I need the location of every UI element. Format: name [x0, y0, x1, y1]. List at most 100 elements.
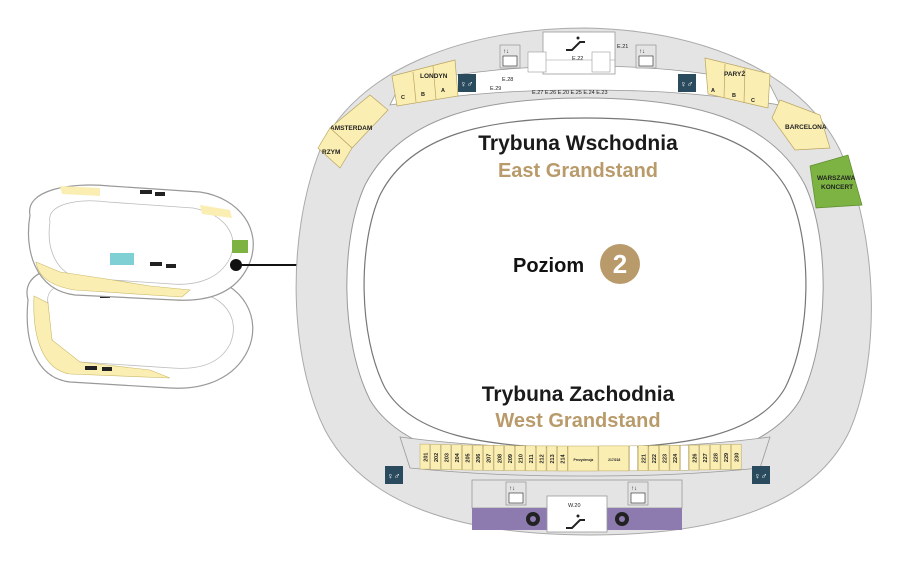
west-section-label: 221	[642, 454, 648, 463]
west-section[interactable]	[419, 443, 431, 470]
north-core: E.22 E.21	[527, 31, 628, 75]
level-label: Poziom	[513, 255, 584, 277]
west-section[interactable]	[430, 444, 441, 470]
room-barcelona[interactable]: BARCELONA	[771, 99, 831, 151]
west-section[interactable]	[546, 445, 557, 472]
gate-e28: E.28	[502, 77, 513, 83]
west-section[interactable]	[440, 444, 452, 470]
west-section[interactable]	[720, 444, 731, 470]
west-section[interactable]	[567, 445, 599, 472]
west-section-label: 208	[497, 454, 503, 463]
londyn-sub-b: B	[421, 92, 425, 98]
west-section-label: 227	[703, 453, 709, 462]
west-section-label: 201	[423, 453, 429, 462]
gate-e29: E.29	[490, 86, 501, 92]
elevator-icon[interactable]: ↑↓	[627, 481, 649, 506]
west-section[interactable]	[637, 445, 649, 471]
gate-e21: E.21	[617, 44, 628, 50]
west-section-label: 226	[692, 454, 698, 463]
west-section[interactable]	[451, 444, 462, 471]
escalator-icon	[566, 36, 585, 51]
west-section[interactable]	[731, 444, 742, 470]
west-section[interactable]	[598, 445, 630, 472]
paryz-sub-c: C	[751, 98, 755, 104]
room-label-rzym: RZYM	[322, 149, 340, 156]
west-section-label: 210	[518, 454, 524, 463]
west-section[interactable]	[648, 445, 659, 471]
room-label-warszawa: WARSZAWA	[817, 175, 856, 182]
west-section[interactable]	[629, 445, 638, 472]
room-paryz[interactable]: PARYŻ A B C	[704, 57, 771, 109]
room-label-amsterdam: AMSTERDAM	[330, 125, 372, 132]
west-section-label: 222	[652, 454, 658, 463]
west-section-label: 214	[561, 453, 567, 463]
west-section-label: 205	[466, 453, 472, 462]
west-section[interactable]	[483, 445, 494, 471]
elevator-icon[interactable]: ↑↓	[635, 44, 657, 69]
svg-text:♀♂: ♀♂	[680, 79, 694, 89]
west-section[interactable]	[536, 445, 547, 472]
west-section-label: 230	[735, 453, 741, 462]
elevator-icon[interactable]: ↑↓	[505, 481, 527, 506]
elevator-icon[interactable]: ↑↓	[499, 44, 521, 69]
level-stack-thumbnail[interactable]	[26, 184, 254, 389]
svg-text:♀♂: ♀♂	[754, 471, 768, 481]
svg-text:↑↓: ↑↓	[631, 486, 637, 492]
room-rzym[interactable]: RZYM	[317, 127, 353, 169]
room-label-barcelona: BARCELONA	[785, 124, 827, 131]
escalator-icon	[566, 514, 585, 529]
level-number: 2	[613, 249, 627, 279]
west-section-label: 204	[455, 452, 461, 462]
west-section[interactable]	[472, 444, 483, 471]
west-section[interactable]	[699, 444, 710, 471]
west-section-label: 211	[529, 454, 535, 463]
upper-level-thumbnail[interactable]	[27, 184, 254, 301]
west-section[interactable]	[514, 445, 526, 471]
west-section[interactable]	[680, 445, 689, 471]
west-section[interactable]	[688, 444, 700, 471]
londyn-sub-a: A	[441, 88, 445, 94]
restroom-icon[interactable]: ♀♂	[385, 466, 403, 484]
accessibility-icon[interactable]	[615, 512, 629, 526]
west-section[interactable]	[462, 444, 473, 471]
west-section-label: 212	[540, 454, 546, 463]
room-label-londyn: LONDYN	[420, 73, 448, 80]
gate-east-row: E.27 E.26 E.20 E.25 E.24 E.23	[532, 90, 608, 96]
west-section[interactable]	[710, 444, 721, 470]
restroom-icon[interactable]: ♀♂	[752, 466, 770, 484]
accessibility-icon[interactable]	[526, 512, 540, 526]
west-section-label: 229	[724, 453, 730, 462]
west-section-label: 217/218	[608, 458, 620, 462]
restroom-icon[interactable]: ♀♂	[678, 74, 696, 92]
west-section[interactable]	[493, 445, 505, 471]
west-section[interactable]	[557, 445, 568, 472]
west-section[interactable]	[504, 445, 515, 471]
room-warszawa-koncert[interactable]: WARSZAWA KONCERT	[809, 154, 863, 209]
room-label-koncert: KONCERT	[821, 184, 853, 191]
svg-text:♀♂: ♀♂	[460, 79, 474, 89]
west-section-label: 223	[663, 454, 669, 463]
west-section[interactable]	[659, 445, 670, 471]
west-section-label: 207	[487, 454, 493, 463]
paryz-sub-b: B	[732, 93, 736, 99]
svg-text:↑↓: ↑↓	[503, 49, 509, 55]
room-label-paryz: PARYŻ	[724, 70, 745, 78]
level-badge: 2	[600, 244, 640, 284]
west-section-label: 224	[673, 453, 679, 463]
west-section[interactable]	[525, 445, 536, 472]
east-grandstand-title-pl: Trybuna Wschodnia	[478, 132, 678, 155]
west-section-label: 209	[508, 454, 514, 463]
restroom-icon[interactable]: ♀♂	[458, 74, 476, 92]
east-grandstand-title-en: East Grandstand	[498, 160, 658, 182]
gate-e22: E.22	[572, 56, 583, 62]
room-londyn[interactable]: LONDYN C B A	[391, 59, 459, 107]
svg-text:↑↓: ↑↓	[509, 486, 515, 492]
west-section[interactable]	[669, 445, 680, 471]
svg-text:♀♂: ♀♂	[387, 471, 401, 481]
west-grandstand-title-pl: Trybuna Zachodnia	[482, 383, 675, 406]
west-section-label: 213	[550, 454, 556, 463]
paryz-sub-a: A	[711, 88, 715, 94]
